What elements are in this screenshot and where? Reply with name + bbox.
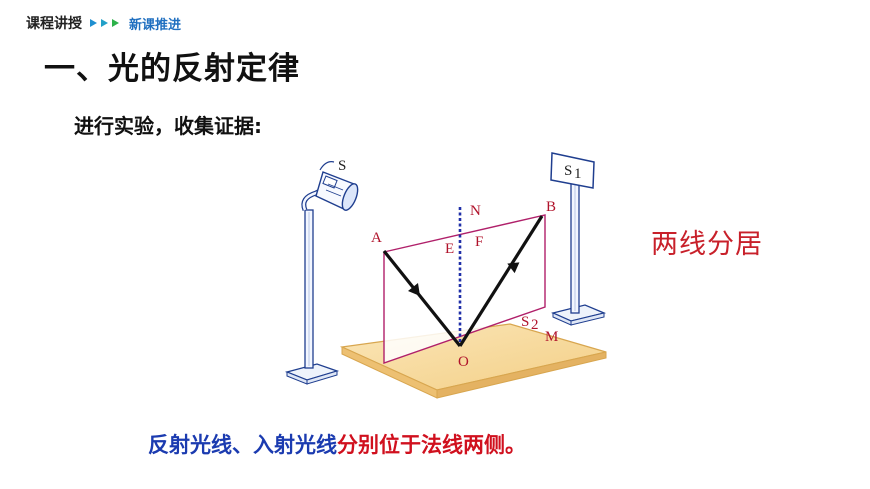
label-N: N	[470, 203, 481, 219]
conclusion-text: 反射光线、入射光线分别位于法线两侧。	[148, 429, 526, 459]
header-subtitle: 新课推进	[129, 17, 182, 33]
label-O: O	[458, 354, 469, 370]
incident-ray	[382, 250, 462, 347]
label-S1: S	[564, 163, 572, 179]
experiment-subtitle: 进行实验，收集证据:	[74, 114, 262, 138]
header: 课程讲授 新课推进	[26, 12, 181, 34]
side-note: 两线分居	[651, 229, 763, 260]
paper-plane	[383, 214, 546, 364]
label-M: M	[545, 329, 558, 345]
wooden-board	[339, 323, 607, 399]
arrow-right-icon	[90, 19, 97, 27]
screen-stand	[550, 152, 607, 326]
conclusion-position: 分别位于法线两侧。	[337, 433, 526, 457]
label-A: A	[371, 230, 382, 246]
lamp-icon	[315, 171, 359, 211]
conclusion-rays: 反射光线、入射光线	[148, 433, 337, 457]
header-arrows-icon	[90, 19, 119, 27]
section-title: 一、光的反射定律	[44, 51, 300, 87]
label-S: S	[338, 158, 346, 174]
reflected-ray	[458, 215, 544, 347]
label-E: E	[445, 241, 454, 257]
label-S1-subscript: 1	[574, 166, 582, 182]
label-S2: S	[521, 314, 529, 330]
header-title: 课程讲授	[26, 16, 82, 32]
lamp-stand	[284, 161, 340, 385]
arrow-right-icon	[112, 19, 119, 27]
label-F: F	[475, 234, 483, 250]
label-S2-subscript: 2	[531, 317, 539, 333]
arrow-right-icon	[101, 19, 108, 27]
label-B: B	[546, 199, 556, 215]
